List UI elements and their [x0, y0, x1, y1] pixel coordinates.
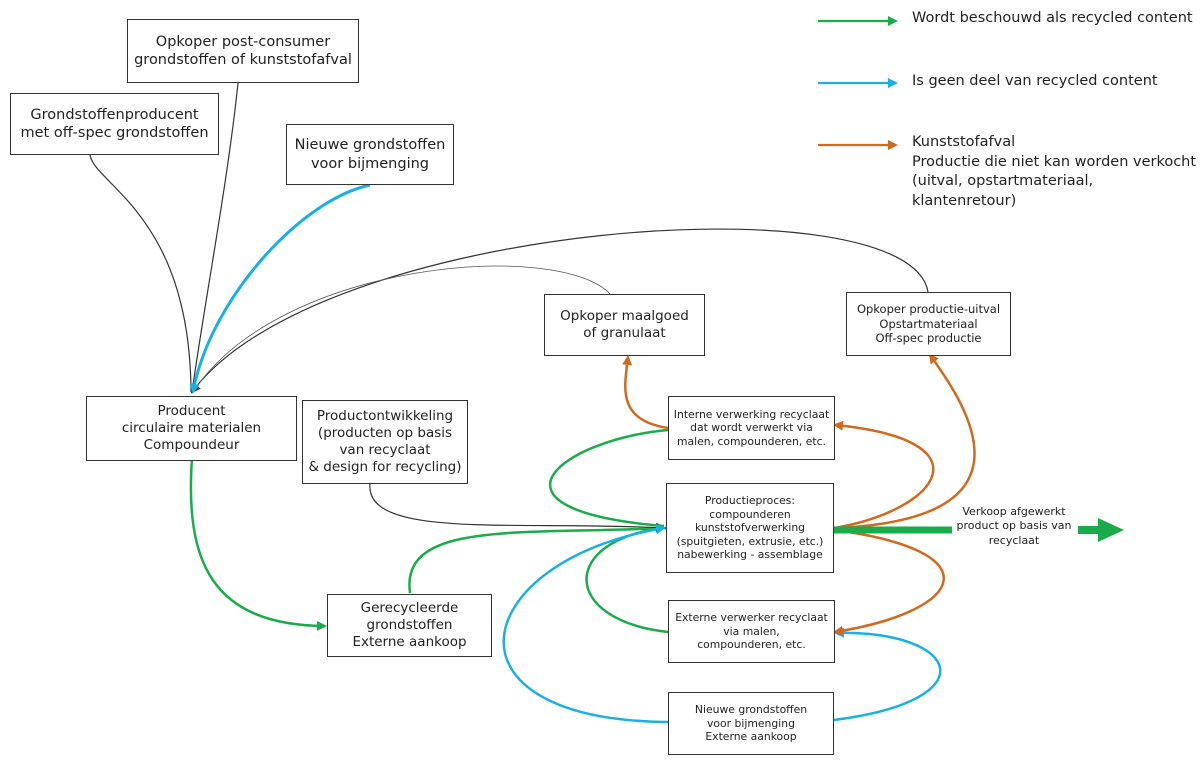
node-post-consumer-buyer: Opkoper post-consumer grondstoffen of ku… [127, 19, 359, 83]
link-scrap-buyer-to-producer [190, 228, 929, 394]
link-internal-to-production [548, 428, 669, 528]
node-circular-producer: Producent circulaire materialen Compound… [86, 396, 297, 461]
node-raw-material-producer: Grondstoffenproducent met off-spec grond… [10, 93, 219, 155]
node-external-processor: Externe verwerker recyclaat via malen, c… [668, 600, 835, 663]
sale-arrow-head [1098, 518, 1124, 542]
node-new-materials-bottom: Nieuwe grondstoffen voor bijmenging Exte… [668, 692, 834, 755]
node-recycled-materials: Gerecycleerde grondstoffen Externe aanko… [327, 594, 492, 657]
node-product-development: Productontwikkeling (producten op basis … [302, 400, 468, 484]
node-production-process: Productieproces: compounderen kunststofv… [666, 483, 834, 573]
legend-plastic-waste: Kunststofafval Productie die niet kan wo… [912, 134, 1197, 209]
link-recycled-to-production [408, 526, 667, 594]
link-new-materials-to-producer [189, 183, 371, 394]
link-new-bottom-to-production [502, 524, 669, 724]
link-regrind-buyer-to-producer [192, 265, 611, 393]
sale-label: Verkoop afgewerkt product op basis van r… [956, 505, 1072, 547]
node-regrind-buyer: Opkoper maalgoed of granulaat [544, 294, 705, 356]
link-development-to-production [369, 483, 666, 533]
legend-not-recycled: Is geen deel van recycled content [912, 73, 1158, 89]
node-production-scrap-buyer: Opkoper productie-uitval Opstartmateriaa… [846, 292, 1011, 356]
legend-recycled: Wordt beschouwd als recycled content [912, 10, 1193, 26]
link-production-to-internal [833, 420, 935, 530]
link-production-to-external [833, 528, 945, 636]
link-raw-producer-to-producer [89, 154, 192, 393]
link-post-consumer-to-producer [191, 82, 239, 393]
link-internal-to-regrind [622, 355, 669, 430]
link-producer-to-recycled [189, 457, 327, 631]
link-production-to-scrap [833, 353, 976, 530]
node-new-materials-top: Nieuwe grondstoffen voor bijmenging [286, 124, 454, 185]
node-internal-processing: Interne verwerking recyclaat dat wordt v… [668, 396, 835, 460]
link-new-bottom-to-external [833, 627, 942, 722]
link-external-to-production [585, 526, 669, 634]
